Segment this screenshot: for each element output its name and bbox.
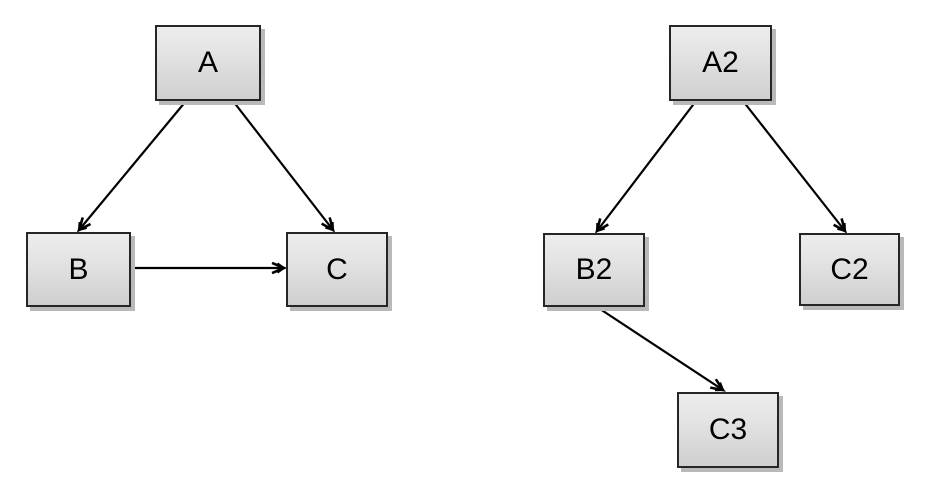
- node-label: A: [197, 46, 218, 79]
- node-label: B2: [575, 253, 613, 286]
- node-c[interactable]: C: [286, 232, 388, 307]
- edge-b-to-c[interactable]: [131, 261, 288, 275]
- node-a[interactable]: A: [155, 25, 261, 101]
- node-b[interactable]: B: [26, 232, 131, 307]
- node-label: C3: [708, 413, 748, 446]
- edge-b2-to-c3[interactable]: [596, 306, 726, 392]
- edge-line: [596, 100, 697, 232]
- edge-line: [78, 100, 187, 231]
- node-c3[interactable]: C3: [677, 392, 779, 468]
- node-label: C2: [830, 252, 869, 286]
- edge-line: [596, 306, 724, 391]
- edge-line: [742, 100, 846, 232]
- node-label: B: [68, 252, 89, 286]
- edge-a-to-b[interactable]: [76, 100, 187, 233]
- edge-line: [232, 100, 334, 231]
- node-label: A2: [702, 46, 739, 79]
- node-a2[interactable]: A2: [669, 25, 772, 101]
- node-b2[interactable]: B2: [543, 233, 645, 307]
- edge-a2-to-c2[interactable]: [742, 100, 848, 234]
- node-c2[interactable]: C2: [799, 233, 900, 306]
- node-label: C: [326, 252, 348, 286]
- edge-a2-to-b2[interactable]: [594, 100, 697, 234]
- edge-a-to-c[interactable]: [232, 100, 336, 233]
